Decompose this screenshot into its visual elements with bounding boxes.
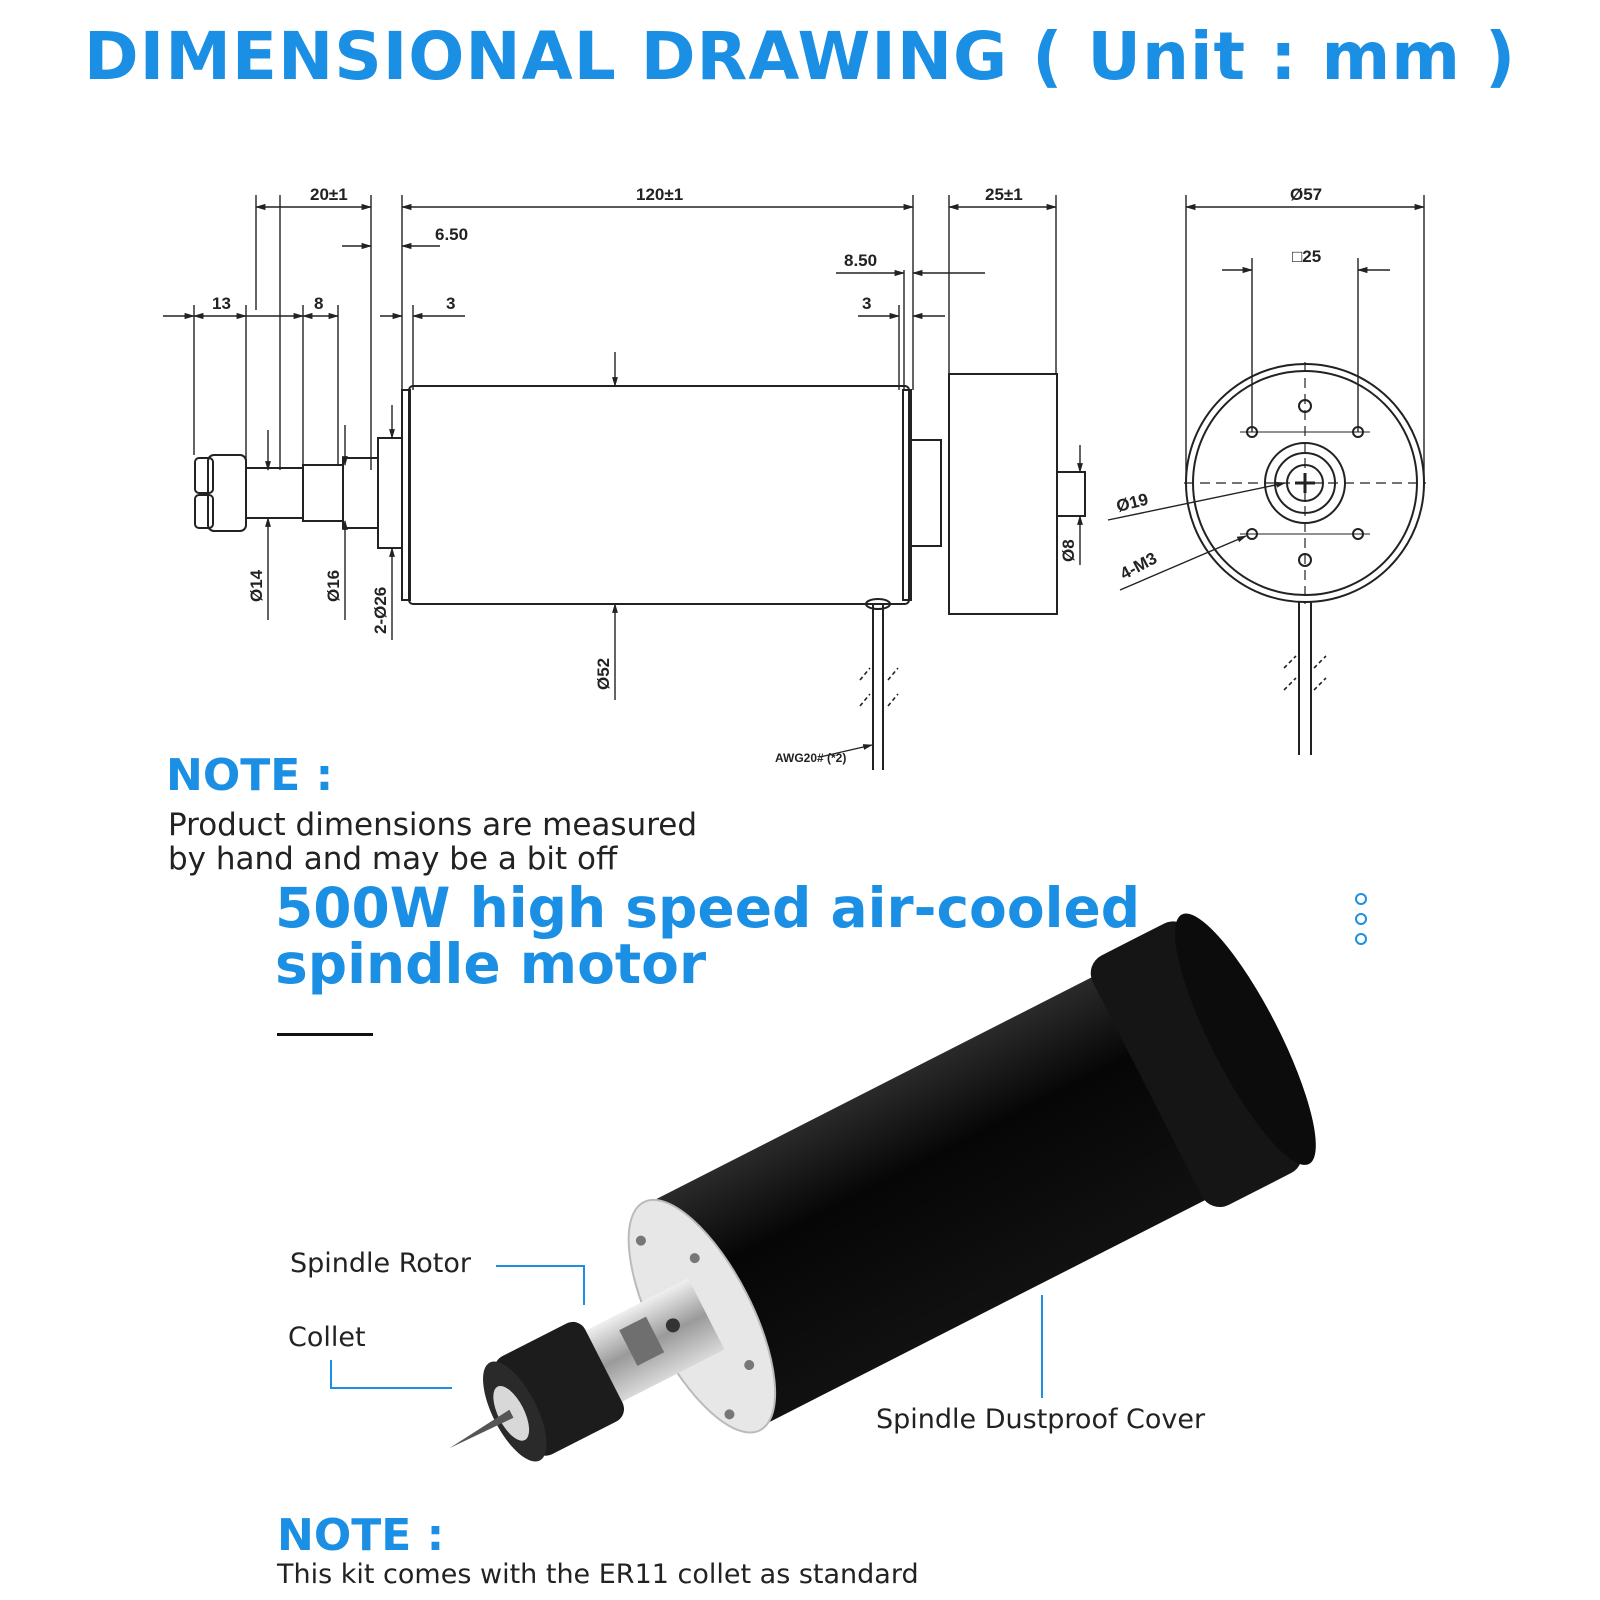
product-title: 500W high speed air-cooled spindle motor: [275, 880, 1175, 992]
dim-3b: 3: [862, 294, 871, 313]
note-line-2: by hand and may be a bit off: [168, 841, 618, 877]
dim-13: 13: [212, 294, 231, 313]
callout-spindle-rotor: Spindle Rotor: [290, 1248, 471, 1279]
spindle-motor: [449, 913, 1316, 1462]
dim-6-50: 6.50: [435, 225, 468, 244]
dim-phi14: Ø14: [247, 569, 266, 602]
note-2-text: This kit comes with the ER11 collet as s…: [277, 1559, 919, 1590]
note-text: Product dimensions are measured by hand …: [168, 808, 697, 876]
dim-wire: AWG20# (*2): [775, 751, 846, 765]
note-2-heading: NOTE :: [277, 1510, 445, 1561]
more-options-icon[interactable]: [1355, 893, 1369, 953]
dim-25: 25±1: [985, 185, 1023, 204]
dim-20: 20±1: [310, 185, 348, 204]
callout-collet: Collet: [288, 1322, 366, 1353]
title-underline: [277, 1033, 373, 1036]
dim-120: 120±1: [636, 185, 683, 204]
cutting-bit: [449, 1409, 514, 1449]
note-heading: NOTE :: [166, 750, 334, 801]
dim-phi8: Ø8: [1059, 539, 1078, 562]
dustproof-cover: [1090, 921, 1303, 1208]
callout-line-collet: [330, 1360, 452, 1389]
page-title: DIMENSIONAL DRAWING ( Unit : mm ): [83, 18, 1517, 95]
dim-8-50: 8.50: [844, 251, 877, 270]
dim-phi52: Ø52: [594, 658, 613, 690]
dim-sq25: □25: [1292, 247, 1321, 266]
dim-3a: 3: [446, 294, 455, 313]
dim-phi26: 2-Ø26: [371, 587, 390, 634]
product-title-line-1: 500W high speed air-cooled: [275, 876, 1141, 940]
note-line-1: Product dimensions are measured: [168, 807, 698, 843]
spindle-body: [645, 950, 1258, 1428]
dim-8: 8: [314, 294, 323, 313]
dim-57: Ø57: [1290, 185, 1322, 204]
dim-phi16: Ø16: [324, 570, 343, 602]
callout-dustproof-cover: Spindle Dustproof Cover: [876, 1404, 1206, 1435]
product-title-line-2: spindle motor: [275, 932, 707, 996]
callout-line-rotor: [496, 1265, 585, 1305]
